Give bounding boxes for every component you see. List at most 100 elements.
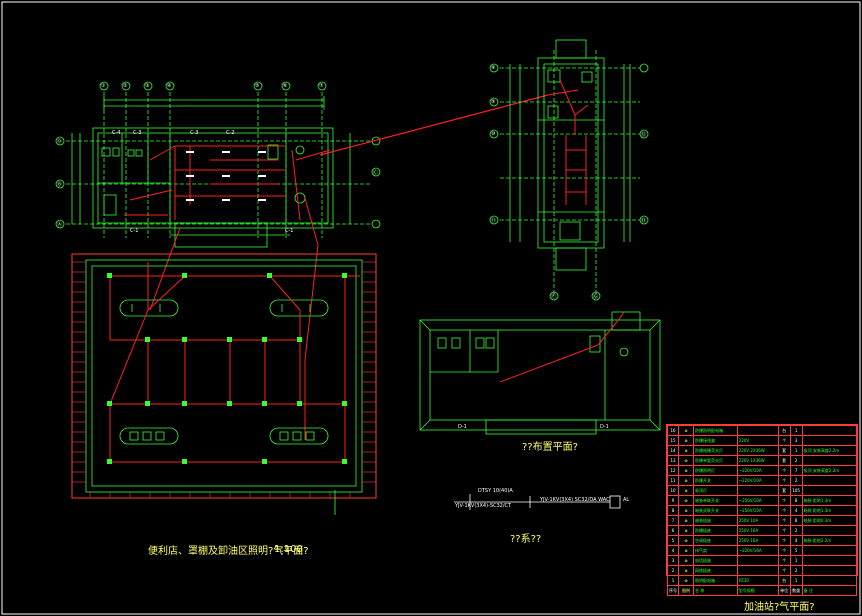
- roof-plan-wiring: [499, 311, 625, 383]
- legend-row-spec: PZ30: [736, 575, 779, 586]
- legend-row-spec: [736, 555, 779, 566]
- legend-row-symbol-icon: ⊗: [678, 555, 694, 566]
- legend-row-note: 吸顶 安装高度2.2m: [801, 445, 858, 456]
- legend-row-qty: 1: [789, 555, 803, 566]
- narrow-plan-wiring: [547, 79, 589, 205]
- legend-row-no: 1: [667, 575, 679, 586]
- room-tag: C-1: [285, 228, 294, 234]
- legend-row-unit: 套: [777, 485, 791, 496]
- axis-label: Ⓐ: [57, 222, 63, 228]
- axis-label: ⑧: [491, 65, 496, 71]
- legend-row-no: 3: [667, 555, 679, 566]
- legend-row-spec: 250V 10A: [736, 515, 779, 526]
- legend-row-no: 12: [667, 465, 679, 476]
- room-tag: C-3: [190, 130, 199, 136]
- legend-row-symbol-icon: ⊗: [678, 485, 694, 496]
- legend-row-unit: 个: [777, 475, 791, 486]
- floor-plan-top-wiring: [124, 94, 549, 440]
- legend-row-spec: [736, 565, 779, 576]
- legend-row-qty: 8: [789, 515, 803, 526]
- legend-row-spec: ~220V/16A: [736, 545, 779, 556]
- narrow-plan: [489, 39, 649, 301]
- legend-row-unit: 个: [777, 555, 791, 566]
- legend-row-symbol-icon: ⊗: [678, 435, 694, 446]
- legend-row-no: 7: [667, 515, 679, 526]
- legend-row-text: 照明配电箱: [693, 575, 738, 586]
- legend-row-spec: [736, 425, 779, 436]
- axis-label: ⑨: [491, 99, 496, 105]
- legend-row-spec: ~250V/10A: [736, 495, 779, 506]
- legend-header-sym: 图例: [678, 585, 694, 596]
- legend-row-spec: ~250V/10A: [736, 505, 779, 516]
- legend-row-no: 5: [667, 535, 679, 546]
- legend-row-qty: 2: [789, 455, 803, 466]
- legend-row-qty: 1: [789, 445, 803, 456]
- legend-row-no: 2: [667, 565, 679, 576]
- legend-row-text: 暗装双联开关: [693, 505, 738, 516]
- legend-row-spec: 250V 16A: [736, 535, 779, 546]
- legend-row-symbol-icon: ⊗: [678, 505, 694, 516]
- legend-header-note: 备 注: [801, 585, 858, 596]
- system-cable-main: YJV-1KV(3X4)-SC32/CT: [455, 503, 512, 509]
- axis-label: Ⓒ: [373, 170, 379, 176]
- legend-row-qty: 4: [789, 535, 803, 546]
- legend-row-symbol-icon: ⊗: [678, 425, 694, 436]
- legend-row-no: 14: [667, 445, 679, 456]
- room-tag: D-1: [600, 424, 609, 430]
- legend-row-spec: 220V: [736, 435, 779, 446]
- legend-row-no: 6: [667, 525, 679, 536]
- legend-row-note: [801, 575, 858, 586]
- legend-row-unit: 套: [777, 455, 791, 466]
- legend-row-unit: 个: [777, 495, 791, 506]
- legend-row-unit: 个: [777, 545, 791, 556]
- legend-row-text: 防爆单管荧光灯: [693, 455, 738, 466]
- page-title: 加油站?气平面?: [744, 602, 815, 613]
- legend-row-qty: 3: [789, 435, 803, 446]
- legend-row-text: 防爆照明灯: [693, 465, 738, 476]
- legend-row-symbol-icon: ⊗: [678, 565, 694, 576]
- room-tag: C-4: [112, 130, 121, 136]
- room-tag: C-3: [133, 130, 142, 136]
- axis-label: Ⓓ: [57, 139, 63, 145]
- legend-row-note: 暗装 距地0.3m: [801, 515, 858, 526]
- legend-row-text: 防爆照明配电箱: [693, 425, 738, 436]
- axis-label: ⑪: [491, 218, 497, 224]
- system-diagram: [454, 494, 621, 510]
- room-tag: C-1: [130, 228, 139, 234]
- legend-row-unit: 个: [777, 465, 791, 476]
- legend-row-symbol-icon: ⊗: [678, 465, 694, 476]
- legend-row-note: [801, 565, 858, 576]
- legend-row-note: [801, 435, 858, 446]
- legend-row-unit: 个: [777, 435, 791, 446]
- legend-row-unit: 个: [777, 565, 791, 576]
- legend-header-spec: 型号规格: [736, 585, 779, 596]
- legend-row-spec: 220V 2X36W: [736, 445, 779, 456]
- axis-label: ⑦: [319, 83, 324, 89]
- axis-label: Ⓕ: [551, 294, 557, 300]
- legend-row-qty: 8: [789, 495, 803, 506]
- legend-row-note: [801, 485, 858, 496]
- legend-row-note: [801, 545, 858, 556]
- axis-label: Ⓑ: [57, 182, 63, 188]
- system-meter-label: DTSY 10(40)A: [478, 488, 513, 494]
- legend-row-text: 电话插座: [693, 555, 738, 566]
- legend-row-qty: 2: [789, 525, 803, 536]
- roof-plan: [419, 311, 661, 435]
- legend-row-symbol-icon: ⊗: [678, 535, 694, 546]
- legend-row-no: 11: [667, 475, 679, 486]
- legend-header-row: 序号 图例 名 称 型号规格 单位 数量 备 注: [667, 585, 858, 596]
- legend-row-text: 网络插座: [693, 565, 738, 576]
- legend-row-text: 吸顶灯: [693, 485, 738, 496]
